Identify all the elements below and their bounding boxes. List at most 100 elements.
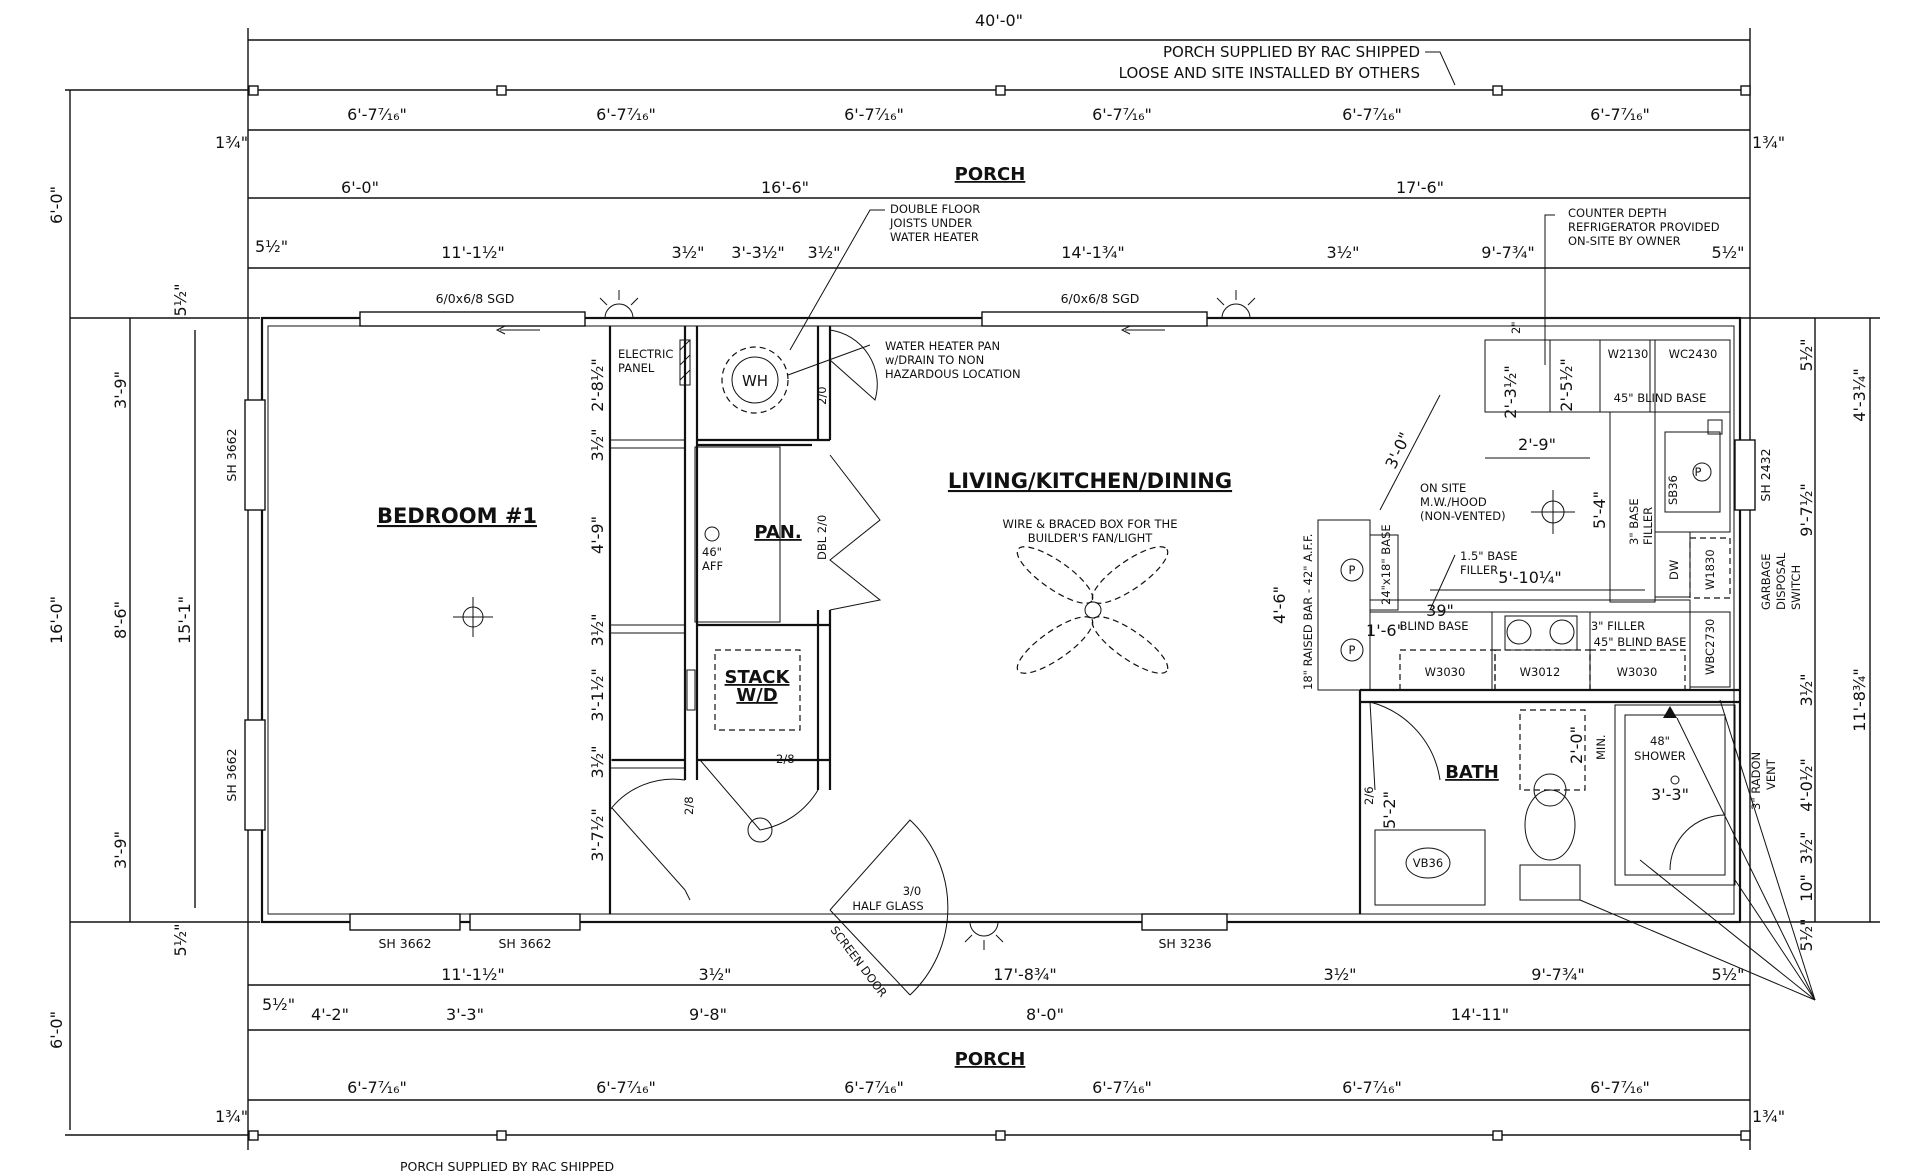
fan-note-2: BUILDER'S FAN/LIGHT <box>1028 531 1154 545</box>
dim-seg-b2: 6'-7⁷⁄₁₆" <box>596 1078 656 1097</box>
dim-3-5-v1: 3½" <box>588 428 607 461</box>
dim-4-0-5: 4'-0½" <box>1797 758 1816 811</box>
cab-w3030-left: W3030 <box>1425 665 1466 679</box>
wh-pan-note-1: WATER HEATER PAN <box>885 339 1000 353</box>
joist-note-3: WATER HEATER <box>890 230 979 244</box>
dim-seg-2: 6'-7⁷⁄₁₆" <box>596 105 656 124</box>
dim-3-3-btm: 3'-3" <box>446 1005 484 1024</box>
utility-wall-dims: 2'-8½" 3½" 4'-9" 3½" 3'-1½" 3½" 3'-7½" <box>588 330 611 910</box>
sliding-door-left: 6/0x6/8 SGD <box>359 291 586 335</box>
pantry-label: PAN. <box>754 522 801 543</box>
dim-39: 39" <box>1426 601 1454 620</box>
raised-bar-note: 18" RAISED BAR - 42" A.F.F. <box>1301 534 1315 690</box>
cab-wbc2730: WBC2730 <box>1703 619 1717 675</box>
dim-left-1-75: 1¾" <box>215 133 248 152</box>
sh-left-2: SH 3662 <box>224 748 239 801</box>
dim-9-7-75-btm: 9'-7¾" <box>1531 965 1584 984</box>
bottom-cut-note: PORCH SUPPLIED BY RAC SHIPPED <box>400 1159 614 1171</box>
dim-seg-1: 6'-7⁷⁄₁₆" <box>347 105 407 124</box>
dim-3-5-right-a: 3½" <box>1797 673 1816 706</box>
bath-label: BATH <box>1445 762 1499 783</box>
stack-label-1: STACK <box>725 667 791 688</box>
cab-blind-bottom-left: BLIND BASE <box>1399 619 1468 633</box>
dim-4-2: 4'-2" <box>311 1005 349 1024</box>
fridge-note-1: COUNTER DEPTH <box>1568 206 1667 220</box>
dim-11-8-75: 11'-8¾" <box>1850 668 1869 732</box>
dim-3-0-min: 3'-0" <box>1381 429 1414 471</box>
radon-note-1: 3" RADON <box>1749 752 1763 810</box>
dim-11-1-5-top: 11'-1½" <box>441 243 505 262</box>
wh-pan-note-3: HAZARDOUS LOCATION <box>885 367 1021 381</box>
cab-blind-bottom-right: 45" BLIND BASE <box>1594 635 1687 649</box>
door-bed-label: 2/8 <box>682 796 696 815</box>
dim-seg-b5: 6'-7⁷⁄₁₆" <box>1342 1078 1402 1097</box>
door-half-1: 3/0 <box>903 884 922 898</box>
bath-min: MIN. <box>1594 734 1608 760</box>
cab-sb36: SB36 <box>1666 475 1680 505</box>
porch-top-label: PORCH <box>955 164 1026 185</box>
dim-2-3-5: 2'-3½" <box>1501 365 1520 418</box>
dim-3-5-right-b: 3½" <box>1797 831 1816 864</box>
living-label: LIVING/KITCHEN/DINING <box>948 469 1232 493</box>
garbage-note-1: GARBAGE <box>1759 553 1773 610</box>
sink-p-label: P <box>1695 465 1702 479</box>
dim-3-5-v2: 3½" <box>588 613 607 646</box>
bar-p-btm: P <box>1349 643 1356 657</box>
dim-seg-b6: 6'-7⁷⁄₁₆" <box>1590 1078 1650 1097</box>
filler-15-note-2: FILLER <box>1460 563 1498 577</box>
dim-seg-4: 6'-7⁷⁄₁₆" <box>1092 105 1152 124</box>
aff-2: AFF <box>702 559 723 573</box>
mw-note-1: ON SITE <box>1420 481 1466 495</box>
cab-w2130: W2130 <box>1608 347 1649 361</box>
sh-bottom-1: SH 3662 <box>378 936 431 951</box>
dim-5-2: 5'-2" <box>1380 791 1399 829</box>
cab-blind-top: 45" BLIND BASE <box>1614 391 1707 405</box>
porch-note-line1: PORCH SUPPLIED BY RAC SHIPPED <box>1163 43 1420 61</box>
door-swings-lower: 2/8 2/8 <box>609 752 819 901</box>
dim-3-3-5: 3'-3½" <box>731 243 784 262</box>
wh-label: WH <box>742 372 768 390</box>
dim-2-inch: 2" <box>1509 321 1523 334</box>
dim-3-5-btm-b: 3½" <box>1323 965 1356 984</box>
dim-seg-3: 6'-7⁷⁄₁₆" <box>844 105 904 124</box>
dim-9-7-5: 9'-7½" <box>1797 483 1816 536</box>
dim-5-5-a: 5½" <box>255 237 288 256</box>
bedroom-label: BEDROOM #1 <box>377 504 537 528</box>
dim-4-9: 4'-9" <box>588 516 607 554</box>
garbage-note-3: SWITCH <box>1789 565 1803 610</box>
right-window: SH 2432 <box>1734 439 1773 511</box>
dim-seg-6: 6'-7⁷⁄₁₆" <box>1590 105 1650 124</box>
dim-5-10-25: 5'-10¼" <box>1498 568 1562 587</box>
electric-label-1: ELECTRIC <box>618 347 673 361</box>
cab-w1830: W1830 <box>1703 549 1717 590</box>
dim-3-7-5: 3'-7½" <box>588 808 607 861</box>
electric-panel: ELECTRIC PANEL <box>618 339 691 386</box>
dim-17-8-75: 17'-8¾" <box>993 965 1057 984</box>
dim-5-5-left-btm: 5½" <box>171 923 190 956</box>
dim-3-3-shower: 3'-3" <box>1651 785 1689 804</box>
dim-6-0-left-top: 6'-0" <box>47 186 66 224</box>
right-dimension-lines: 5½" 4'-3¼" 9'-7½" 11'-8¾" 3½" 4'-0½" 3½"… <box>1740 317 1880 952</box>
sgd-right-label: 6/0x6/8 SGD <box>1061 291 1140 306</box>
dim-11-1-5-btm: 11'-1½" <box>441 965 505 984</box>
dim-6-0-top: 6'-0" <box>341 178 379 197</box>
door-pan-label: DBL 2/0 <box>815 515 829 560</box>
door-wh-label: 2/0 <box>815 386 829 405</box>
cab-w3012: W3012 <box>1520 665 1561 679</box>
dim-3-5-a: 3½" <box>671 243 704 262</box>
bottom-dimension-lines: 11'-1½" 3½" 17'-8¾" 3½" 9'-7¾" 5½" 5½" 4… <box>65 965 1785 1171</box>
dim-8-0: 8'-0" <box>1026 1005 1064 1024</box>
living-kitchen-dining: LIVING/KITCHEN/DINING WIRE & BRACED BOX … <box>948 469 1575 674</box>
porch-posts-bottom <box>248 1130 1751 1141</box>
cab-dw: DW <box>1667 560 1681 580</box>
dim-6-0-left-btm: 6'-0" <box>47 1011 66 1049</box>
pantry: 46" AFF PAN. DBL 2/0 <box>694 446 882 623</box>
dim-4-3-25: 4'-3¼" <box>1850 368 1869 421</box>
top-porch-segment-dims: 6'-7⁷⁄₁₆" 6'-7⁷⁄₁₆" 6'-7⁷⁄₁₆" 6'-7⁷⁄₁₆" … <box>215 105 1785 262</box>
dim-2-8-5: 2'-8½" <box>588 358 607 411</box>
dim-3-5-c: 3½" <box>1326 243 1359 262</box>
dim-seg-b1: 6'-7⁷⁄₁₆" <box>347 1078 407 1097</box>
dim-9-8: 9'-8" <box>689 1005 727 1024</box>
left-dimension-lines: 6'-0" 16'-0" 6'-0" 3'-9" 8'-6" 3'-9" 15'… <box>47 90 260 1130</box>
dim-10: 10" <box>1797 874 1816 902</box>
